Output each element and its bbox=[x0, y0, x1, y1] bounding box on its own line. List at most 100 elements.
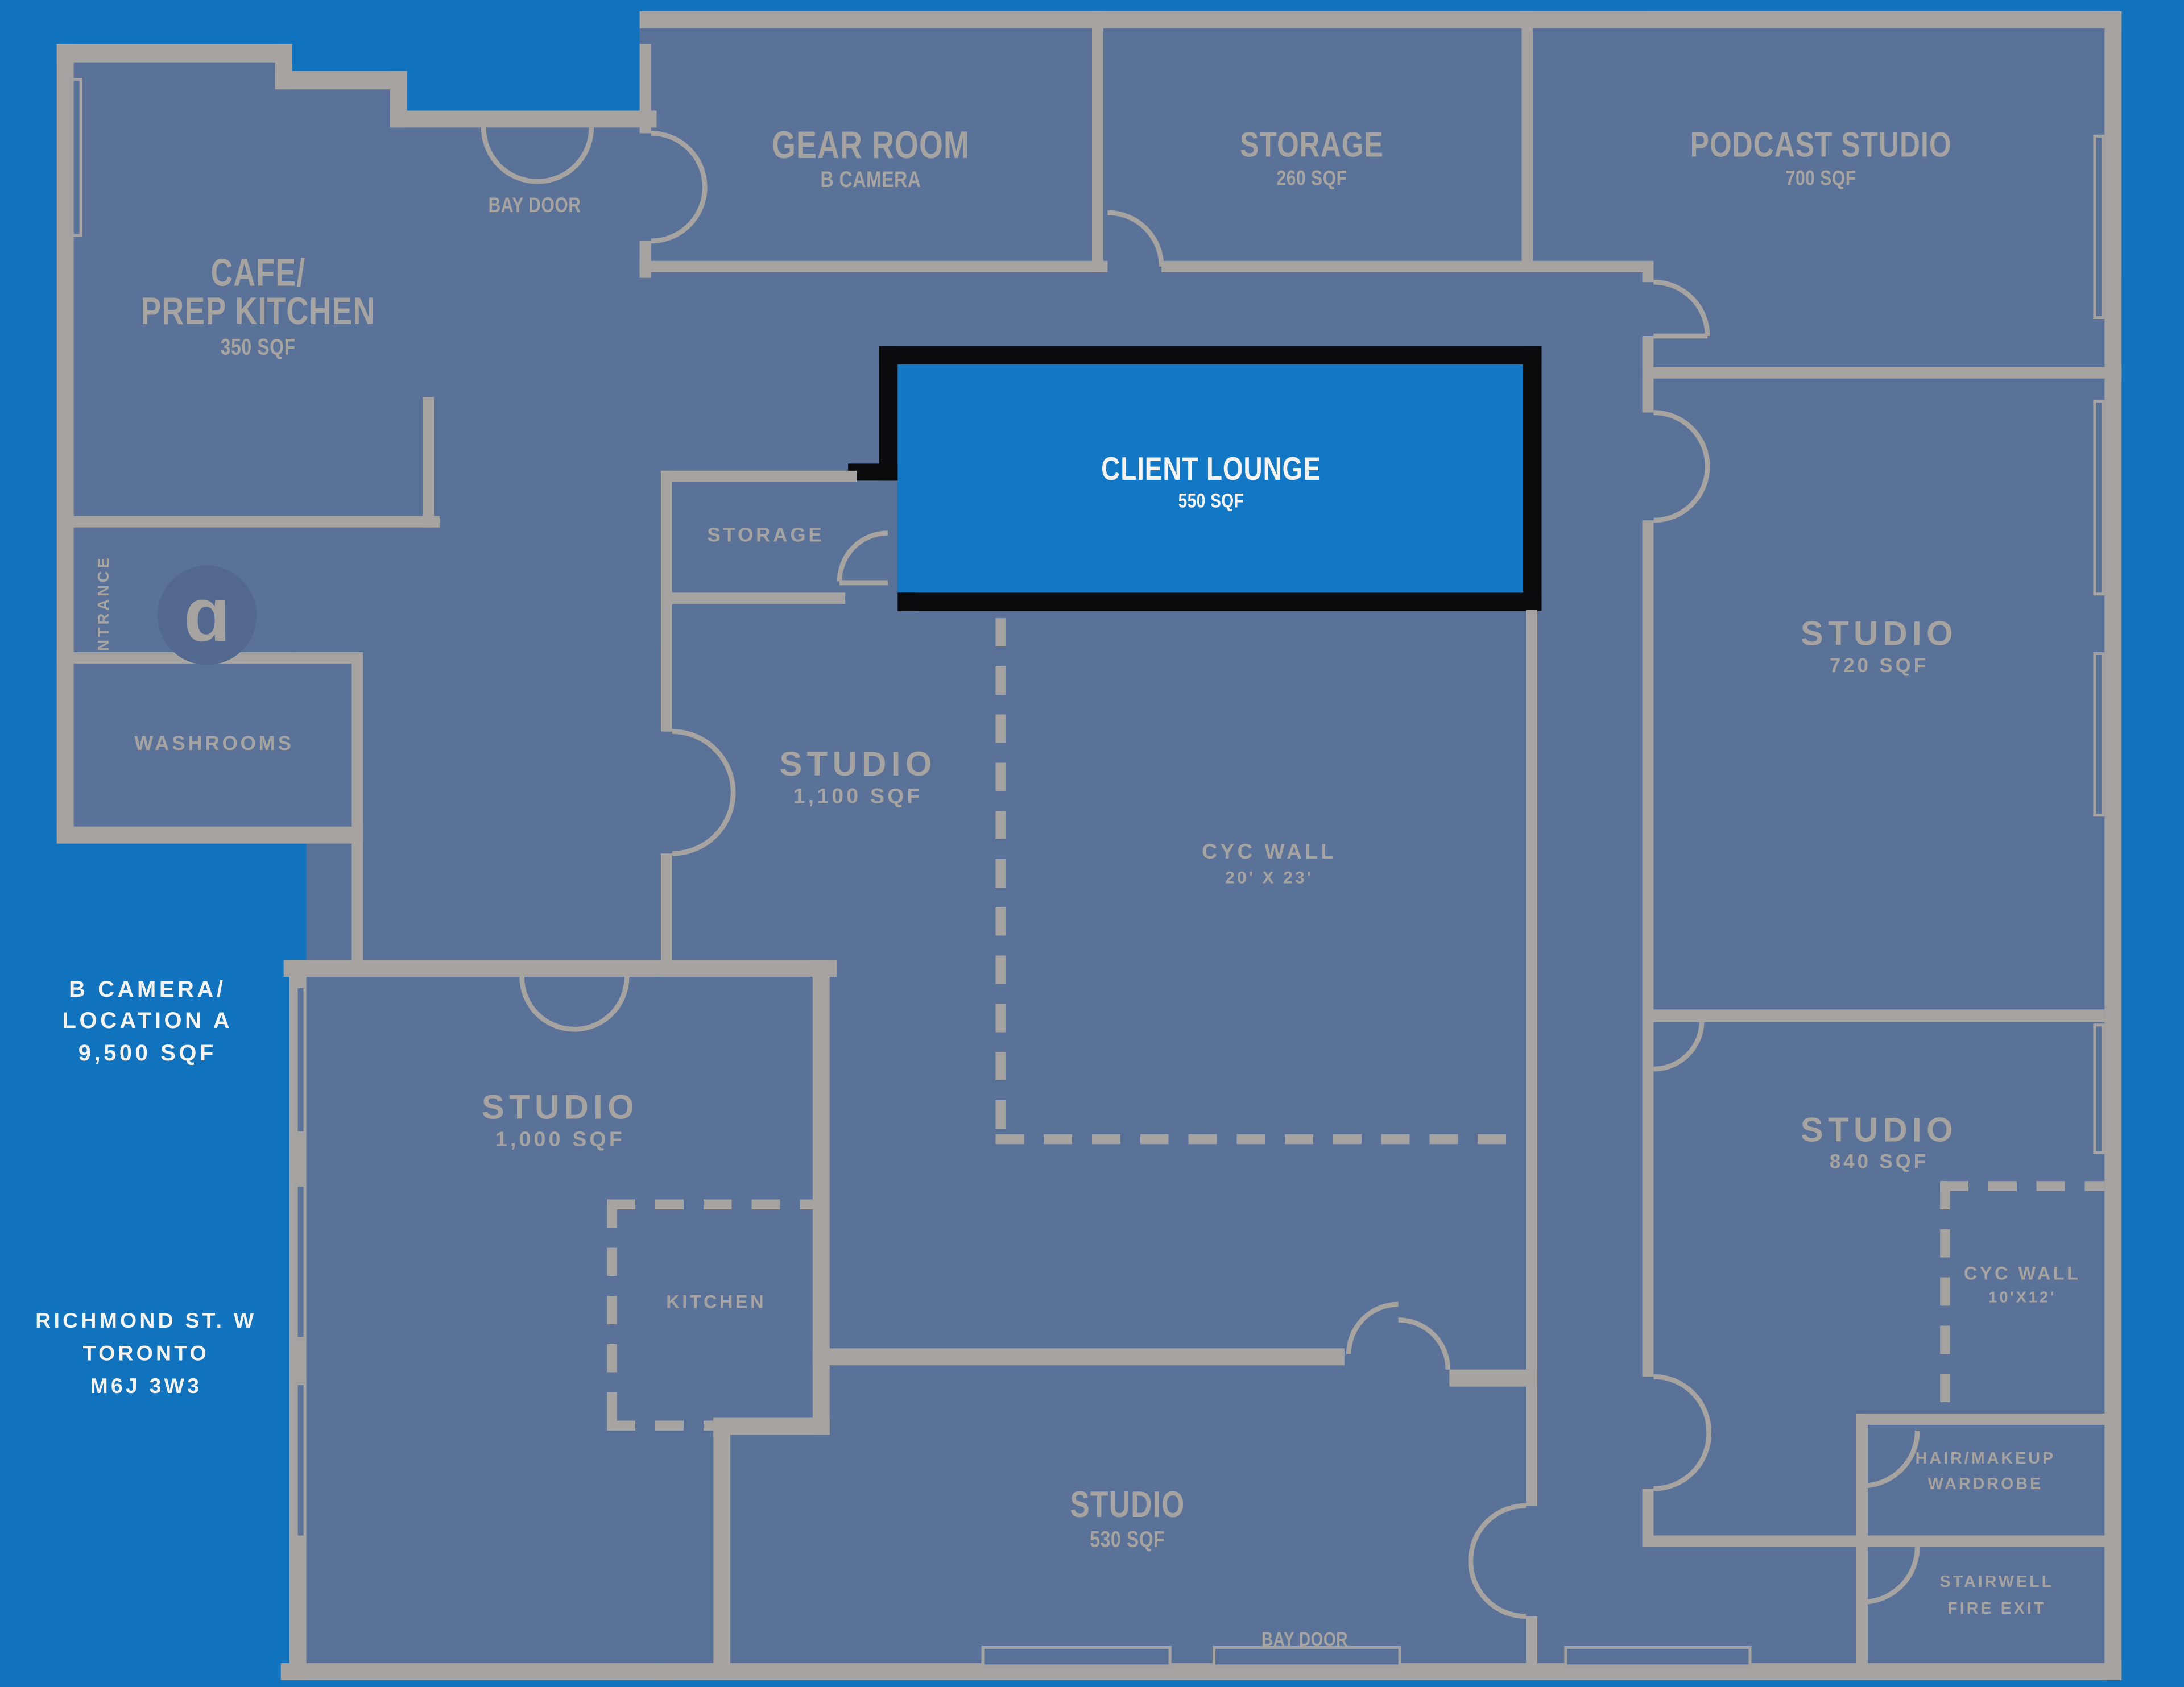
gear-room-door-upper-icon bbox=[651, 131, 708, 188]
label-bay-door-top-text: BAY DOOR bbox=[488, 193, 581, 218]
wall bbox=[1648, 1009, 2105, 1022]
client-lounge-border bbox=[897, 592, 1542, 611]
window-marking bbox=[295, 1382, 307, 1539]
room-label-prep-kitchen: PREP KITCHEN bbox=[111, 289, 405, 333]
wall bbox=[660, 853, 672, 969]
room-label-studio-1000: STUDIO bbox=[481, 1089, 639, 1128]
wall bbox=[275, 71, 407, 90]
room-label-studio-720: STUDIO bbox=[1801, 617, 1958, 652]
label-address-street: RICHMOND ST. W bbox=[35, 1311, 257, 1332]
room-label-studio-530-area: 530 SQF bbox=[1081, 1528, 1174, 1553]
room-label-wardrobe: WARDROBE bbox=[1928, 1477, 2044, 1494]
wall bbox=[56, 826, 362, 844]
wall bbox=[639, 260, 1108, 272]
wall bbox=[1856, 1414, 2116, 1425]
studio-1000-door-left-icon bbox=[519, 976, 574, 1032]
label-address-postal-text: M6J 3W3 bbox=[90, 1374, 202, 1399]
label-cyc-wall-10-size-text: 10'X12' bbox=[1988, 1289, 2057, 1307]
cyc-wall-20-dash-bottom bbox=[995, 1134, 1532, 1145]
company-logo-icon: ɑ bbox=[157, 565, 257, 665]
wall bbox=[1449, 1369, 1537, 1387]
label-bay-door-top: BAY DOOR bbox=[477, 195, 592, 216]
room-label-podcast-studio-area-text: 700 SQF bbox=[1785, 166, 1856, 191]
client-lounge-border bbox=[879, 346, 1542, 364]
room-label-studio-1100-area-text: 1,100 SQF bbox=[793, 785, 923, 809]
room-label-kitchen: KITCHEN bbox=[666, 1292, 766, 1311]
window-marking bbox=[2093, 652, 2105, 817]
bay-door-panel bbox=[1212, 1645, 1401, 1668]
studio-840-door-upper-icon bbox=[1653, 1374, 1712, 1432]
bay-door-top-leaf-right-icon bbox=[537, 127, 594, 184]
room-label-studio-530-text: STUDIO bbox=[1070, 1483, 1185, 1526]
room-label-gear-room-text: GEAR ROOM bbox=[772, 124, 970, 167]
room-label-studio-840-text: STUDIO bbox=[1800, 1111, 1958, 1150]
wall bbox=[351, 826, 363, 969]
window-marking bbox=[2093, 1023, 2105, 1154]
window-marking bbox=[2093, 134, 2105, 320]
wall bbox=[713, 1417, 731, 1669]
room-label-prep-kitchen-text: PREP KITCHEN bbox=[140, 289, 376, 333]
room-label-gear-room: GEAR ROOM bbox=[747, 124, 995, 167]
wall bbox=[56, 44, 74, 838]
wall bbox=[351, 652, 363, 838]
gear-room-door-lower-icon bbox=[651, 187, 708, 244]
label-b-camera-text: B CAMERA/ bbox=[69, 978, 226, 1002]
wall bbox=[639, 44, 651, 134]
bay-door-top-leaf-left-icon bbox=[481, 127, 538, 184]
wall bbox=[660, 592, 846, 604]
label-total-area-text: 9,500 SQF bbox=[78, 1042, 217, 1067]
wall bbox=[1526, 610, 1537, 1506]
room-label-podcast-studio: PODCAST STUDIO bbox=[1657, 125, 1984, 165]
label-cyc-wall-10-size: 10'X12' bbox=[1988, 1289, 2057, 1307]
wall bbox=[280, 1663, 2122, 1680]
room-label-storage-260-area: 260 SQF bbox=[1268, 168, 1356, 189]
wall bbox=[1856, 1414, 1868, 1669]
wall bbox=[423, 397, 435, 528]
wall bbox=[2104, 11, 2122, 1680]
studio-840-door-lower-icon bbox=[1653, 1432, 1712, 1491]
room-label-gear-room-sub-text: B CAMERA bbox=[820, 168, 921, 193]
label-bay-door-bottom-text: BAY DOOR bbox=[1261, 1627, 1348, 1651]
room-label-kitchen-text: KITCHEN bbox=[666, 1291, 767, 1312]
wall bbox=[1642, 367, 2122, 379]
studio-530-top-door-right-icon bbox=[1398, 1317, 1451, 1370]
wall bbox=[1642, 1489, 1654, 1547]
wall bbox=[1642, 520, 1654, 1377]
bay-door-panel bbox=[1564, 1645, 1752, 1668]
label-address-street-text: RICHMOND ST. W bbox=[35, 1309, 257, 1334]
room-label-podcast-studio-area: 700 SQF bbox=[1777, 168, 1865, 189]
floor-area bbox=[56, 652, 362, 838]
room-label-studio-840: STUDIO bbox=[1801, 1114, 1958, 1149]
label-cyc-wall-20: CYC WALL bbox=[1202, 842, 1337, 863]
label-location-a-text: LOCATION A bbox=[62, 1009, 233, 1034]
wall bbox=[1521, 11, 1533, 270]
corridor-door-top-icon bbox=[1653, 279, 1710, 339]
studio-1100-door-upper-icon bbox=[672, 729, 736, 793]
room-label-fire-exit: FIRE EXIT bbox=[1947, 1602, 2046, 1619]
room-label-stairwell: STAIRWELL bbox=[1939, 1575, 2054, 1592]
cyc-wall-10-dash-left bbox=[1940, 1181, 1950, 1414]
storage-small-door-icon bbox=[837, 530, 888, 586]
studio-1100-door-lower-icon bbox=[672, 792, 736, 856]
label-b-camera: B CAMERA/ bbox=[69, 978, 226, 1002]
room-label-studio-1000-text: STUDIO bbox=[481, 1089, 639, 1128]
kitchen-dash-left bbox=[607, 1199, 617, 1435]
room-label-storage-small-text: STORAGE bbox=[707, 523, 825, 546]
floor-area bbox=[306, 652, 667, 1680]
wall bbox=[1642, 335, 1654, 413]
client-lounge-border bbox=[1523, 346, 1542, 611]
window-marking bbox=[71, 78, 82, 237]
room-label-podcast-studio-text: PODCAST STUDIO bbox=[1690, 125, 1952, 165]
label-bay-door-bottom: BAY DOOR bbox=[1251, 1629, 1359, 1649]
studio-720-door-upper-icon bbox=[1653, 410, 1710, 467]
wall bbox=[65, 516, 440, 528]
window-marking bbox=[2093, 400, 2105, 596]
room-label-client-lounge-area: 550 SQF bbox=[1170, 491, 1252, 511]
room-label-studio-840-area: 840 SQF bbox=[1830, 1151, 1929, 1171]
label-cyc-wall-20-size-text: 20' X 23' bbox=[1225, 868, 1314, 888]
cyc-wall-10-dash-top bbox=[1940, 1181, 2105, 1191]
room-label-studio-530-area-text: 530 SQF bbox=[1090, 1528, 1165, 1553]
